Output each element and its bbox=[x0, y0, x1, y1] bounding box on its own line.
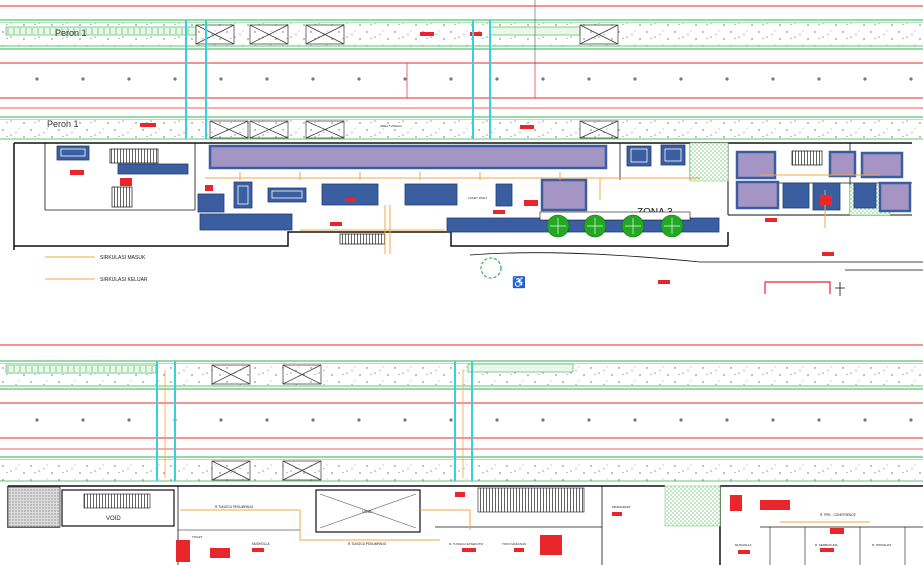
cyan-shafts-bottom bbox=[156, 361, 473, 481]
svg-text:♿: ♿ bbox=[512, 276, 526, 289]
r-pre-conference-label: R. PRE - CONFERENCE bbox=[820, 513, 856, 517]
peron-top-label: Peron 1 bbox=[55, 28, 87, 38]
building-outline-top bbox=[13, 142, 912, 250]
tree-icon bbox=[539, 211, 691, 238]
area-tunggu-label: AREA TUNGGU bbox=[380, 124, 402, 128]
musholla-right-label: MUSHOLLA bbox=[735, 543, 752, 547]
cyan-shafts-top bbox=[185, 20, 491, 139]
legend-masuk: SIRKULASI MASUK bbox=[100, 255, 146, 261]
void-left-label: VOID bbox=[106, 516, 121, 522]
circulation-lines-top bbox=[205, 172, 880, 254]
toilet-label: TOILET bbox=[192, 535, 203, 539]
track-dots-bottom bbox=[35, 418, 913, 422]
peron-1-label: Peron 1 bbox=[47, 119, 79, 129]
r-tunggu-eksekutif-label: R. TUNGGU EKSEKUTIF bbox=[449, 542, 483, 546]
track-dots-top bbox=[35, 77, 913, 81]
toko-label: TOKO MAKANAN bbox=[502, 542, 526, 546]
waiting-hall-top bbox=[208, 144, 608, 170]
furniture-blocks bbox=[56, 144, 877, 233]
r-istirahat-label: R. ISTIRAHAT bbox=[872, 543, 891, 547]
bottom-plan: VOID VOID bbox=[0, 344, 923, 565]
accessible-parking-icon: ♿ bbox=[480, 257, 526, 289]
r-tunggu-2-label: R.TUNGGU PENUMPANG bbox=[348, 542, 387, 546]
loket-tiket-label: LOKET TIKET bbox=[468, 196, 487, 200]
void-mid-label: VOID bbox=[362, 509, 372, 514]
platform-peron-1 bbox=[0, 120, 923, 139]
platform-top bbox=[0, 23, 923, 46]
r-tunggu-1-label: R.TUNGGU PENUMPANG bbox=[215, 505, 254, 509]
minimarket-label: MINIMARKET bbox=[612, 505, 631, 509]
r-serbaguna-label: R. SERBAGUNA bbox=[815, 543, 838, 547]
stair-icon bbox=[109, 148, 159, 164]
musholla-label: MUSHOLLA bbox=[252, 542, 270, 546]
top-plan: Peron 1 Peron 1 bbox=[0, 0, 923, 296]
legend-keluar: SIRKULASI KELUAR bbox=[100, 277, 148, 283]
